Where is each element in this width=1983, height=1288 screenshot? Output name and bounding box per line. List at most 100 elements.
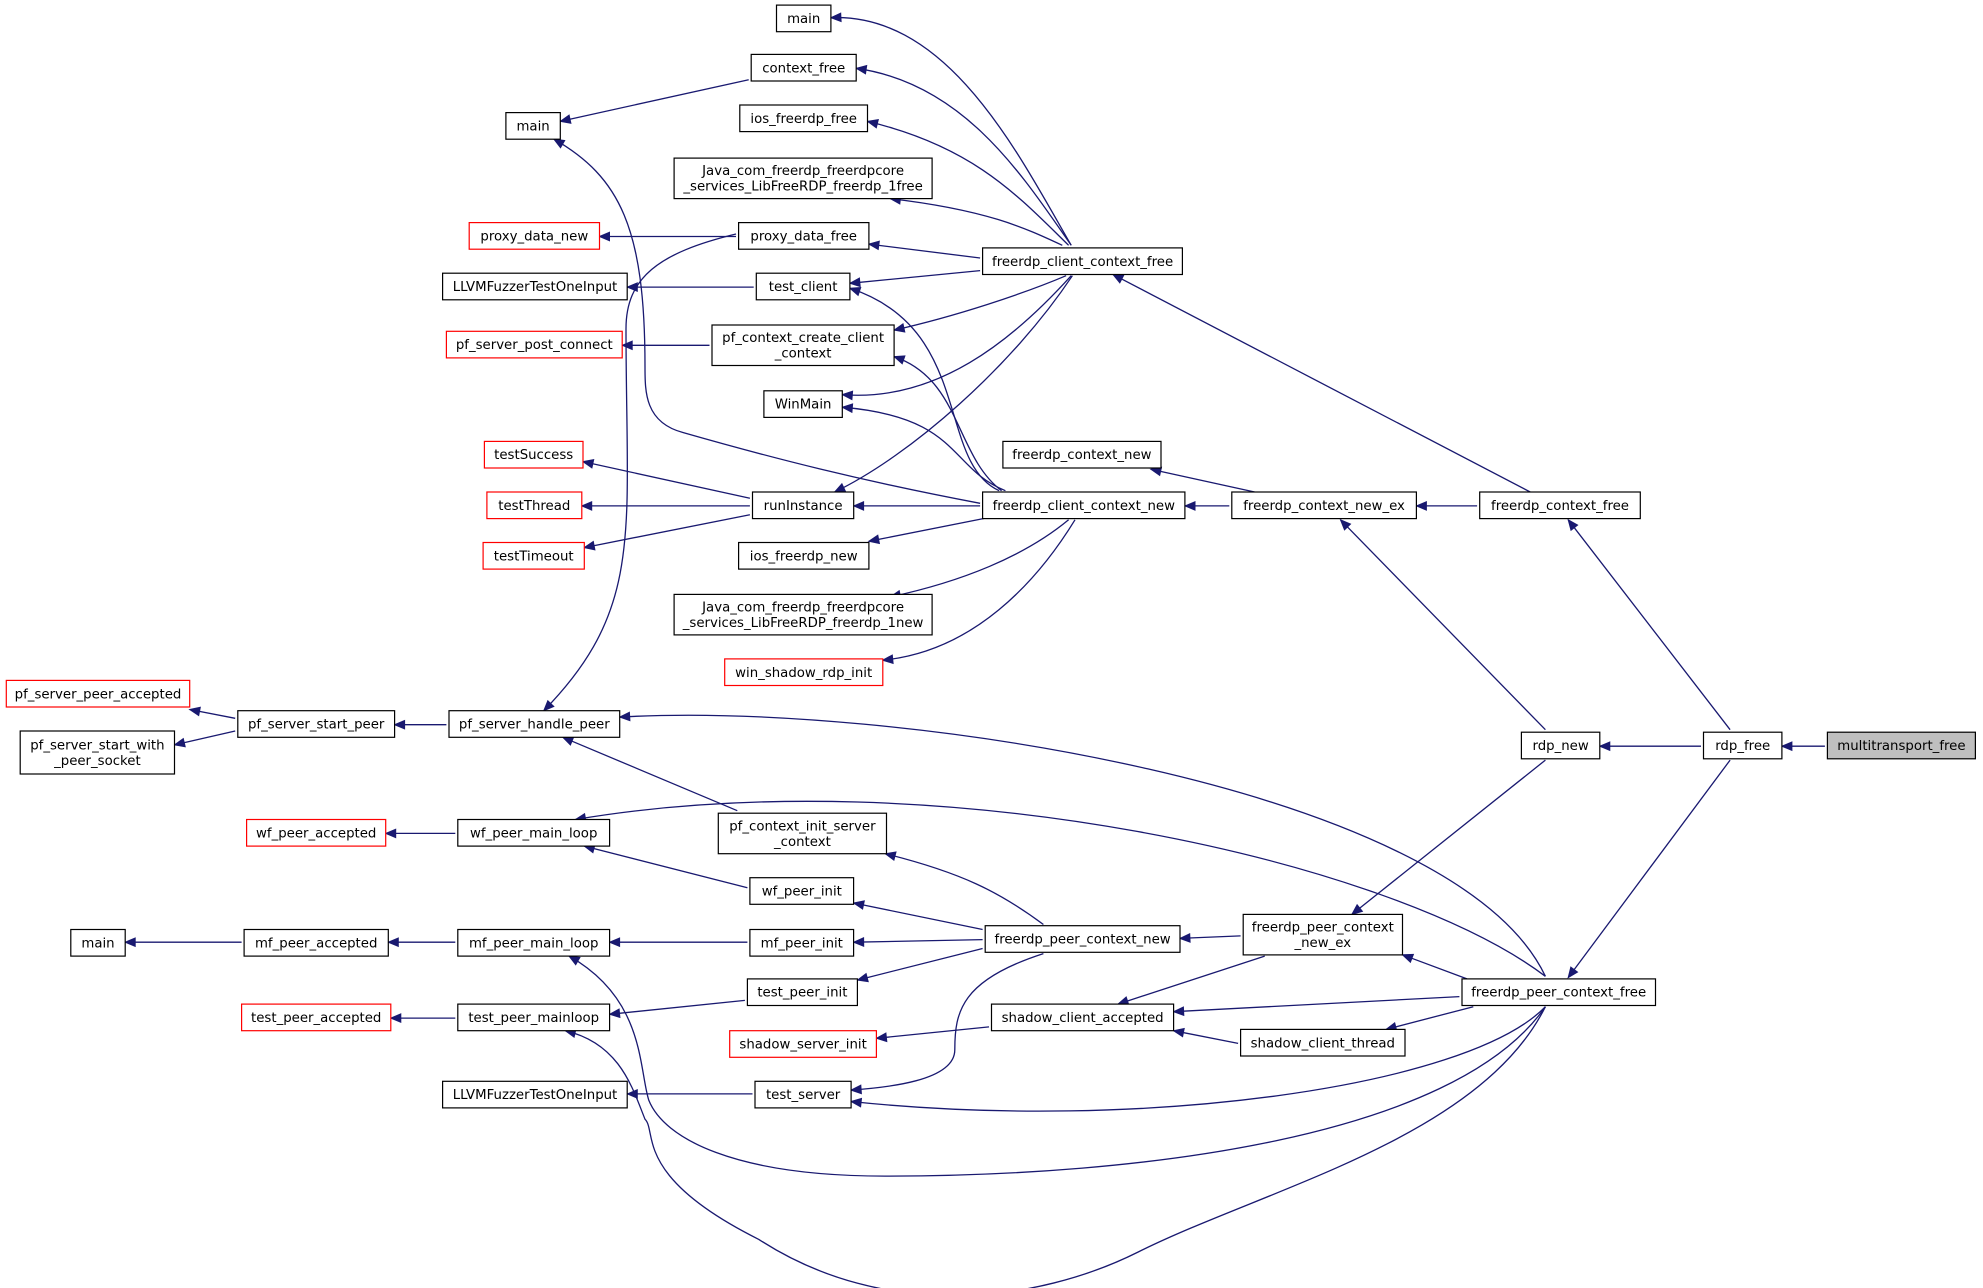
node-freerdp-peer-context-new-ex[interactable]: freerdp_peer_context_new_ex — [1242, 913, 1404, 956]
node-llvm-bot[interactable]: LLVMFuzzerTestOneInput — [442, 1080, 628, 1109]
node-freerdp-peer-context-free[interactable]: freerdp_peer_context_free — [1461, 978, 1657, 1007]
node-label: test_server — [766, 1088, 841, 1103]
node-rdp-free[interactable]: rdp_free — [1702, 731, 1783, 760]
node-test-server[interactable]: test_server — [754, 1080, 852, 1109]
node-freerdp-context-new[interactable]: freerdp_context_new — [1002, 440, 1162, 469]
node-freerdp-peer-context-new[interactable]: freerdp_peer_context_new — [984, 925, 1181, 953]
arrowhead-rdp_free-to-freerdp_context_free — [1567, 518, 1579, 532]
node-pf-context-create-client-context[interactable]: pf_context_create_client_context — [711, 324, 895, 367]
arrowhead-freerdp_client_context_free-to-runinstance — [833, 482, 847, 493]
node-rdp-new[interactable]: rdp_new — [1520, 731, 1601, 760]
node-box — [754, 1080, 852, 1109]
node-proxy-data-free[interactable]: proxy_data_free — [737, 222, 870, 250]
node-wf-peer-accepted[interactable]: wf_peer_accepted — [246, 818, 387, 847]
node-main-mid[interactable]: main — [505, 111, 561, 140]
arrowhead-pf_context_init_server_context-to-pf_server_handle_peer — [561, 736, 575, 746]
node-wf-peer-init[interactable]: wf_peer_init — [749, 877, 855, 905]
node-box — [1461, 978, 1657, 1007]
edge-freerdp_client_context_free-to-context_free — [856, 67, 1072, 246]
node-box — [1520, 731, 1601, 760]
node-pf-server-post-connect[interactable]: pf_server_post_connect — [445, 330, 623, 359]
node-label: proxy_data_free — [750, 230, 857, 245]
edge-proxy_data_free-to-pf_server_handle_peer — [543, 233, 737, 712]
node-label: _services_LibFreeRDP_freerdp_1free — [682, 180, 922, 195]
node-winmain[interactable]: WinMain — [763, 390, 843, 418]
node-proxy-data-new[interactable]: proxy_data_new — [468, 222, 601, 250]
node-pf-server-start-with-peer-socket[interactable]: pf_server_start_with_peer_socket — [19, 730, 176, 775]
edge-runinstance-to-testtimeout — [584, 514, 751, 549]
node-mf-peer-init[interactable]: mf_peer_init — [749, 928, 855, 957]
edge-rdp_free-to-freerdp_peer_context_free — [1567, 759, 1731, 978]
node-ios-freerdp-free[interactable]: ios_freerdp_free — [739, 104, 869, 133]
arrowhead-runinstance-to-testtimeout — [583, 540, 596, 551]
node-label: wf_peer_init — [762, 885, 842, 900]
node-pf-server-peer-accepted[interactable]: pf_server_peer_accepted — [5, 679, 191, 708]
arrowhead-test_client-to-llvm_top — [626, 282, 638, 293]
node-freerdp-client-context-new[interactable]: freerdp_client_context_new — [981, 491, 1186, 520]
arrowhead-context_free-to-main_mid — [558, 114, 572, 124]
node-freerdp-context-new-ex[interactable]: freerdp_context_new_ex — [1231, 491, 1418, 520]
node-label: main — [516, 119, 549, 134]
node-context-free[interactable]: context_free — [750, 53, 857, 82]
node-llvm-top[interactable]: LLVMFuzzerTestOneInput — [442, 272, 628, 301]
node-box — [749, 877, 855, 905]
node-box — [1702, 731, 1783, 760]
node-runinstance[interactable]: runInstance — [751, 491, 855, 520]
node-label: freerdp_client_context_free — [992, 255, 1173, 270]
node-main-bot[interactable]: main — [70, 928, 126, 957]
node-main-top[interactable]: main — [775, 4, 832, 33]
node-java-new[interactable]: Java_com_freerdp_freerdpcore_services_Li… — [673, 593, 933, 636]
node-test-client[interactable]: test_client — [755, 272, 851, 301]
arrowhead-freerdp_peer_context_free-to-test_server — [849, 1097, 863, 1108]
node-wf-peer-main-loop[interactable]: wf_peer_main_loop — [457, 818, 611, 847]
node-shadow-client-thread[interactable]: shadow_client_thread — [1239, 1028, 1406, 1057]
arrowhead-rdp_new-to-freerdp_context_new_ex — [1339, 518, 1352, 531]
node-label: Java_com_freerdp_freerdpcore — [701, 601, 904, 616]
node-testthread[interactable]: testThread — [486, 491, 583, 520]
node-testsuccess[interactable]: testSuccess — [483, 440, 584, 469]
node-box — [483, 440, 584, 469]
node-shadow-server-init[interactable]: shadow_server_init — [729, 1030, 878, 1058]
node-label: _new_ex — [1293, 936, 1351, 951]
arrowhead-freerdp_client_context_new-to-winmain — [841, 403, 854, 414]
node-test-peer-accepted[interactable]: test_peer_accepted — [241, 1003, 392, 1032]
node-box — [70, 928, 126, 957]
node-box — [1239, 1028, 1406, 1057]
node-box — [990, 1003, 1175, 1032]
node-testtimeout[interactable]: testTimeout — [482, 541, 585, 570]
arrowhead-freerdp_client_context_free-to-main_top — [829, 12, 842, 23]
node-label: shadow_server_init — [739, 1038, 866, 1053]
edge-freerdp_peer_context_free-to-shadow_client_thread — [1385, 1006, 1474, 1031]
edge-freerdp_peer_context_new-to-test_peer_init — [857, 947, 983, 981]
node-box — [981, 247, 1183, 276]
edge-freerdp_peer_context_free-to-shadow_client_accepted — [1173, 995, 1460, 1013]
edge-freerdp_peer_context_new-to-wf_peer_init — [853, 902, 983, 931]
node-freerdp-context-free[interactable]: freerdp_context_free — [1479, 491, 1641, 520]
node-pf-context-init-server-context[interactable]: pf_context_init_server_context — [717, 812, 888, 855]
arrowhead-freerdp_peer_context_new-to-test_peer_init — [856, 972, 869, 983]
node-freerdp-client-context-free[interactable]: freerdp_client_context_free — [981, 247, 1183, 276]
arrowhead-freerdp_peer_context_free-to-shadow_client_accepted — [1172, 1006, 1185, 1017]
node-multitransport-free[interactable]: multitransport_free — [1826, 731, 1977, 760]
node-shadow-client-accepted[interactable]: shadow_client_accepted — [990, 1003, 1175, 1032]
node-label: _context — [774, 347, 832, 362]
node-box — [5, 679, 191, 708]
node-label: test_peer_mainloop — [468, 1011, 599, 1026]
node-box — [755, 272, 851, 301]
node-mf-peer-accepted[interactable]: mf_peer_accepted — [243, 928, 389, 957]
node-label: freerdp_peer_context_new — [995, 933, 1171, 948]
edge-shadow_client_accepted-to-shadow_server_init — [876, 1026, 990, 1039]
node-ios-freerdp-new[interactable]: ios_freerdp_new — [737, 541, 870, 570]
node-java-free[interactable]: Java_com_freerdp_freerdpcore_services_Li… — [673, 157, 933, 200]
node-test-peer-init[interactable]: test_peer_init — [746, 978, 859, 1007]
node-test-peer-mainloop[interactable]: test_peer_mainloop — [457, 1003, 611, 1032]
node-pf-server-start-peer[interactable]: pf_server_start_peer — [237, 710, 396, 738]
arrowhead-multitransport_free-to-rdp_free — [1780, 741, 1793, 752]
node-box — [1826, 731, 1977, 760]
node-pf-server-handle-peer[interactable]: pf_server_handle_peer — [448, 710, 621, 738]
node-mf-peer-main-loop[interactable]: mf_peer_main_loop — [457, 928, 611, 957]
node-box — [486, 491, 583, 520]
arrowhead-mf_peer_main_loop-to-mf_peer_accepted — [387, 937, 399, 948]
node-win-shadow-rdp-init[interactable]: win_shadow_rdp_init — [724, 658, 884, 687]
node-label: multitransport_free — [1837, 739, 1965, 754]
